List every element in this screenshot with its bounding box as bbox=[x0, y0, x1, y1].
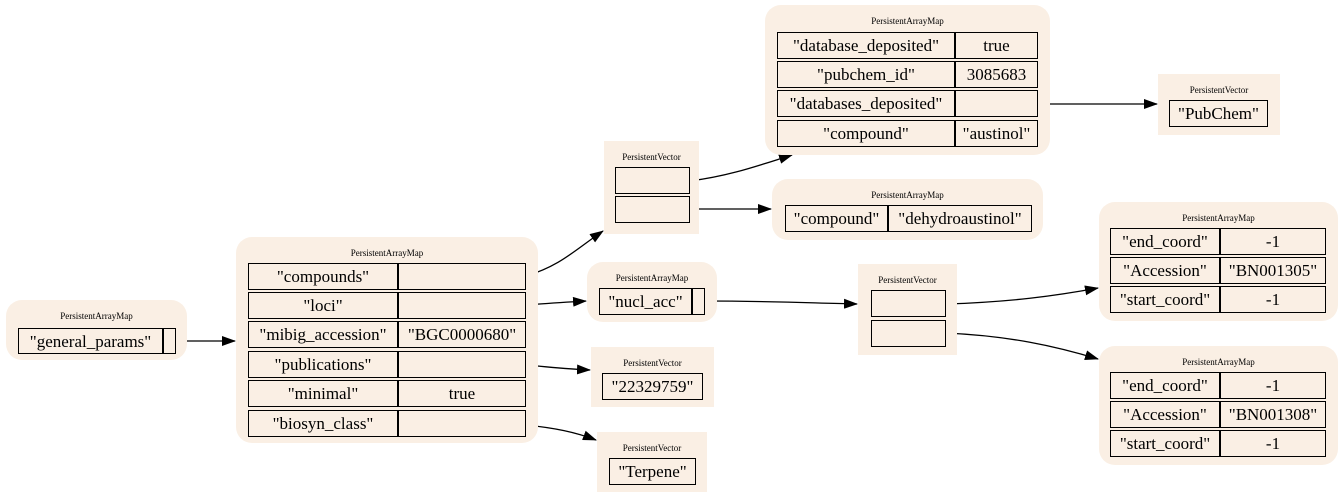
map-value[interactable]: true bbox=[955, 32, 1038, 59]
map-value[interactable]: "BN001305" bbox=[1220, 257, 1326, 284]
vector-item[interactable]: "Terpene" bbox=[609, 458, 696, 485]
map-key[interactable]: "start_coord" bbox=[1110, 430, 1220, 457]
map-value[interactable]: -1 bbox=[1220, 372, 1326, 399]
edge-locus-2-to-map bbox=[945, 332, 1099, 361]
map-key[interactable]: "compounds" bbox=[248, 263, 398, 290]
vector-item[interactable]: "22329759" bbox=[602, 373, 703, 400]
map-node-root: PersistentArrayMap "compounds" "loci" "m… bbox=[236, 237, 538, 443]
node-title: PersistentArrayMap bbox=[1182, 357, 1255, 367]
map-key[interactable]: "general_params" bbox=[18, 328, 163, 354]
map-value[interactable] bbox=[398, 263, 526, 290]
node-title: PersistentVector bbox=[622, 443, 682, 453]
map-value[interactable]: "austinol" bbox=[955, 120, 1038, 147]
vector-node-biosyn-class: PersistentVector "Terpene" bbox=[597, 432, 707, 492]
map-value[interactable]: true bbox=[398, 380, 526, 407]
vector-node-compounds: PersistentVector bbox=[604, 141, 699, 234]
map-key[interactable]: "nucl_acc" bbox=[599, 288, 692, 315]
vector-node-publications: PersistentVector "22329759" bbox=[591, 347, 714, 407]
map-key[interactable]: "compound" bbox=[777, 120, 955, 147]
map-value[interactable]: "BGC0000680" bbox=[398, 321, 526, 348]
map-value[interactable] bbox=[398, 410, 526, 437]
map-value[interactable] bbox=[398, 351, 526, 378]
map-node-locus-bn001305: PersistentArrayMap "end_coord" -1 "Acces… bbox=[1099, 202, 1338, 321]
map-value[interactable]: -1 bbox=[1220, 430, 1326, 457]
map-value[interactable]: -1 bbox=[1220, 228, 1326, 255]
map-value[interactable] bbox=[398, 292, 526, 319]
map-value[interactable]: 3085683 bbox=[955, 61, 1038, 88]
map-key[interactable]: "Accession" bbox=[1110, 401, 1220, 428]
node-title: PersistentVector bbox=[1189, 85, 1249, 95]
edge-vector-item-1-to-compound-map bbox=[689, 154, 793, 182]
edge-locus-1-to-map bbox=[945, 285, 1099, 305]
node-title: PersistentVector bbox=[623, 358, 682, 368]
map-node-compound-dehydroaustinol: PersistentArrayMap "compound" "dehydroau… bbox=[772, 179, 1043, 240]
node-title: PersistentArrayMap bbox=[1182, 213, 1255, 223]
node-title: PersistentVector bbox=[622, 152, 681, 162]
map-key[interactable]: "end_coord" bbox=[1110, 372, 1220, 399]
map-key[interactable]: "minimal" bbox=[248, 380, 398, 407]
node-title: PersistentArrayMap bbox=[615, 273, 689, 283]
node-title: PersistentArrayMap bbox=[871, 190, 944, 200]
map-key[interactable]: "end_coord" bbox=[1110, 228, 1220, 255]
map-value[interactable]: "dehydroaustinol" bbox=[888, 205, 1032, 232]
edge-nucl-acc-to-vector bbox=[703, 298, 858, 309]
node-title: PersistentArrayMap bbox=[60, 311, 133, 321]
map-key[interactable]: "Accession" bbox=[1110, 257, 1220, 284]
vector-item-ref[interactable] bbox=[871, 290, 946, 317]
map-value[interactable] bbox=[955, 90, 1038, 117]
map-node-loci: PersistentArrayMap "nucl_acc" bbox=[587, 262, 717, 322]
vector-item-ref[interactable] bbox=[615, 196, 690, 223]
node-title: PersistentVector bbox=[878, 275, 937, 285]
map-value-ref[interactable] bbox=[163, 328, 176, 354]
map-key[interactable]: "database_deposited" bbox=[777, 32, 955, 59]
map-key[interactable]: "publications" bbox=[248, 351, 398, 378]
vector-item[interactable]: "PubChem" bbox=[1169, 100, 1268, 127]
map-key[interactable]: "databases_deposited" bbox=[777, 90, 955, 117]
map-key[interactable]: "biosyn_class" bbox=[248, 410, 398, 437]
vector-item-ref[interactable] bbox=[871, 320, 946, 347]
map-key[interactable]: "pubchem_id" bbox=[777, 61, 955, 88]
map-key[interactable]: "loci" bbox=[248, 292, 398, 319]
vector-node-databases: PersistentVector "PubChem" bbox=[1158, 74, 1280, 135]
map-key[interactable]: "start_coord" bbox=[1110, 286, 1220, 313]
vector-item-ref[interactable] bbox=[615, 167, 690, 194]
map-value-ref[interactable] bbox=[692, 288, 705, 315]
map-node-general: PersistentArrayMap "general_params" bbox=[6, 300, 187, 360]
node-title: PersistentArrayMap bbox=[350, 248, 424, 258]
map-key[interactable]: "compound" bbox=[785, 205, 888, 232]
map-node-locus-bn001308: PersistentArrayMap "end_coord" -1 "Acces… bbox=[1099, 346, 1338, 465]
map-key[interactable]: "mibig_accession" bbox=[248, 321, 398, 348]
vector-node-nucl-acc: PersistentVector bbox=[858, 264, 957, 355]
node-title: PersistentArrayMap bbox=[871, 16, 944, 26]
map-value[interactable]: -1 bbox=[1220, 286, 1326, 313]
map-value[interactable]: "BN001308" bbox=[1220, 401, 1326, 428]
map-node-compound-austinol: PersistentArrayMap "database_deposited" … bbox=[765, 5, 1050, 155]
